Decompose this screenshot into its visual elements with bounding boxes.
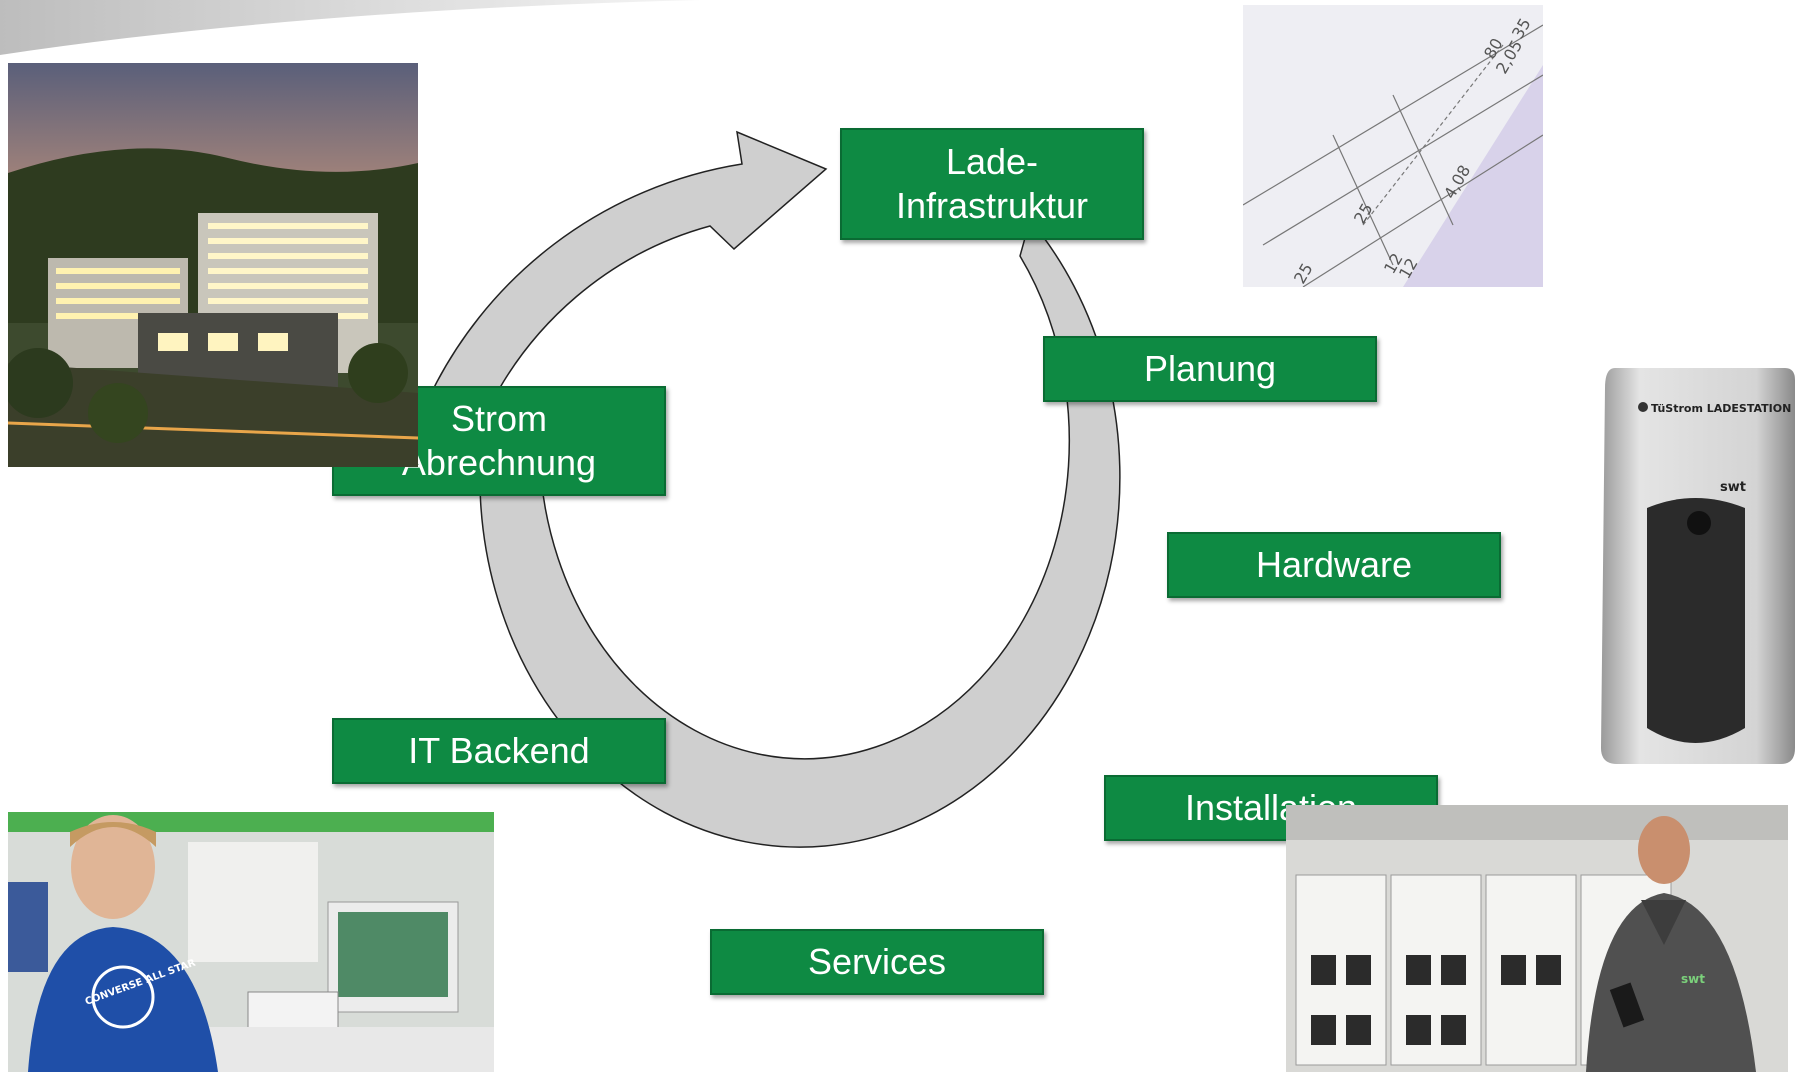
step-label-line: Planung	[1143, 348, 1277, 389]
step-it-backend: IT Backend	[332, 718, 666, 784]
photo-charging-station: TüStrom LADESTATION swt	[1595, 368, 1795, 764]
photo-blueprint: 80 35 2,05 4,08 25 25 12 12	[1243, 5, 1543, 287]
step-label-line: Abrechnung	[401, 442, 597, 483]
step-hardware: Hardware	[1167, 532, 1501, 598]
step-services: Services	[710, 929, 1044, 995]
step-label-line: Lade-	[945, 141, 1039, 182]
photo-it-worker: CONVERSE ALL STAR	[8, 812, 494, 1072]
step-label-line: Infrastruktur	[895, 185, 1089, 226]
step-label-line: Services	[807, 941, 947, 982]
photo-technician: swt	[1286, 805, 1788, 1072]
step-label-line: IT Backend	[408, 730, 590, 771]
step-label-line: Hardware	[1255, 544, 1413, 585]
photo-office-buildings	[8, 63, 418, 467]
header-swoosh	[0, 0, 700, 55]
step-lade-infrastruktur: Lade- Infrastruktur	[840, 128, 1144, 240]
jacket-logo: swt	[1681, 972, 1705, 986]
charging-station-brand: TüStrom LADESTATION	[1651, 402, 1791, 415]
step-label-line: Strom	[450, 398, 547, 439]
swt-logo: swt	[1720, 480, 1746, 495]
step-planung: Planung	[1043, 336, 1377, 402]
